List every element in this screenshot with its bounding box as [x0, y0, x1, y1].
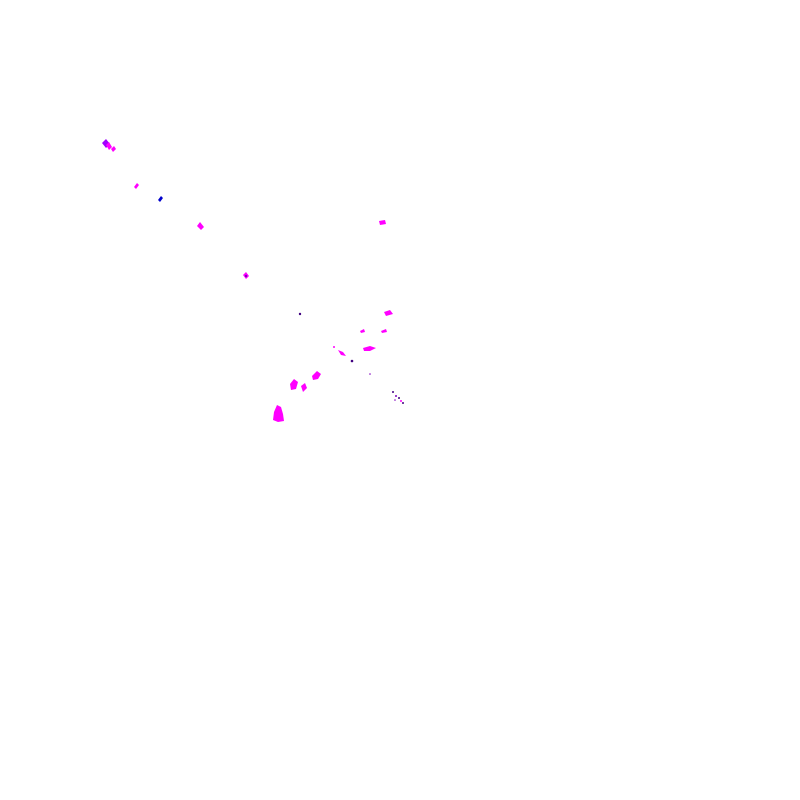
fragment: [333, 346, 335, 348]
fragment: [392, 391, 394, 393]
fragment-cluster-right: [333, 220, 393, 375]
fragment: [369, 373, 371, 375]
fragment: [402, 402, 404, 404]
fragment: [338, 350, 346, 356]
fragment: [158, 196, 163, 202]
fragment: [379, 220, 386, 225]
fragment-cluster-bottom: [273, 371, 321, 422]
fragment-cluster-top-left: [102, 139, 302, 316]
fragment: [244, 274, 248, 278]
fragment: [363, 346, 376, 351]
fragment: [273, 405, 284, 422]
fragment: [312, 371, 321, 380]
fragment: [394, 399, 396, 401]
fragment: [301, 383, 307, 392]
fragment: [106, 142, 112, 150]
fragment: [134, 183, 139, 189]
fragment: [381, 329, 387, 333]
fragment: [197, 222, 204, 230]
fragment: [290, 379, 298, 390]
fragment: [111, 146, 116, 152]
fragment: [384, 310, 393, 316]
fragment: [400, 400, 402, 402]
fragment: [350, 359, 354, 363]
fragment-cluster-speckle: [392, 391, 404, 404]
fragment: [360, 329, 365, 333]
fragment: [298, 312, 302, 316]
fragment: [395, 395, 397, 397]
fragment: [398, 397, 400, 399]
